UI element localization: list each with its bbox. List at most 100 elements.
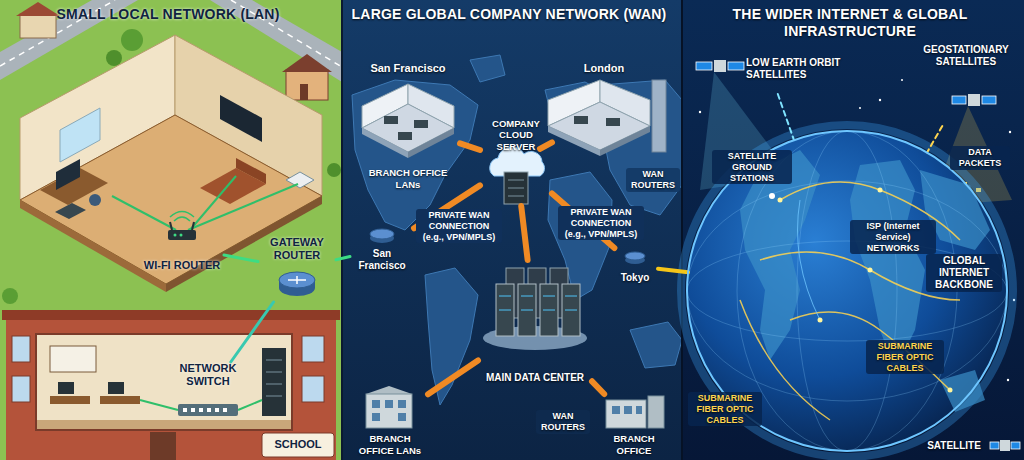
- node-label: WI-FI ROUTER: [144, 259, 220, 272]
- cloud-server-icon: [490, 147, 545, 204]
- school-building: [37, 420, 291, 429]
- space-background: [1007, 379, 1009, 381]
- satellite-icon: [714, 60, 726, 72]
- office-building: [414, 120, 428, 128]
- branch-building: [398, 400, 406, 408]
- gateway-router-symbol: [279, 272, 315, 296]
- space-background: [682, 0, 1024, 460]
- leo-satellite: LOW EARTH ORBIT SATELLITES: [694, 44, 844, 94]
- world-map: [342, 0, 682, 460]
- house-cutaway: [170, 212, 194, 218]
- data-center-icon: [521, 296, 533, 297]
- school-building: [12, 376, 30, 402]
- school-building: [266, 372, 282, 373]
- data-center-icon: [499, 296, 511, 297]
- wan-router-symbol: [625, 252, 645, 260]
- lan-ground: [327, 163, 341, 177]
- branch-building: [398, 413, 406, 421]
- satellite-icon: [728, 62, 744, 70]
- branch-building: [366, 386, 664, 428]
- wan-router: San Francisco: [350, 226, 414, 272]
- office-building: [384, 116, 398, 124]
- world-map: [425, 268, 478, 405]
- house-cutaway: [180, 234, 183, 237]
- earth-globe: [769, 193, 775, 199]
- house-cutaway: [174, 217, 190, 221]
- school-building: [178, 404, 238, 416]
- house-cutaway: [170, 222, 172, 230]
- satellite-link: [927, 126, 942, 152]
- wan-router: Tokyo: [612, 248, 658, 284]
- data-center: MAIN DATA CENTER: [478, 260, 592, 384]
- branch-building: [612, 406, 620, 414]
- router-label: WAN ROUTERS: [628, 169, 678, 191]
- earth-globe: [797, 131, 897, 451]
- office-building: [362, 104, 454, 152]
- internet-link: [658, 269, 688, 273]
- data-center-icon: [518, 284, 536, 336]
- wan-panel: LARGE GLOBAL COMPANY NETWORK (WAN)San Fr…: [342, 0, 682, 460]
- school-building: [2, 310, 340, 320]
- office-building: [606, 118, 620, 126]
- connector-group: [224, 94, 942, 394]
- branch-building: [636, 406, 642, 414]
- gateway-router-symbol: [288, 276, 306, 284]
- office-building: [362, 80, 666, 158]
- node-label: COMPANY CLOUD SERVER: [480, 118, 552, 152]
- node-label: San Francisco: [370, 62, 445, 75]
- school-building: [140, 400, 178, 410]
- wan-pipe: [521, 206, 527, 260]
- wan-pipe: [428, 361, 478, 395]
- earth-globe: [868, 268, 873, 273]
- wan-router-symbol: [370, 229, 645, 264]
- branch-building: [372, 400, 380, 408]
- node-label: BRANCH OFFICE LANs: [356, 167, 460, 190]
- cloud-server-icon: [508, 188, 524, 189]
- satellite-icon: [696, 62, 712, 70]
- space-background: [1009, 131, 1011, 133]
- space-background: [699, 111, 701, 113]
- isp-label-patch: ISP (Internet Service) NETWORKS: [850, 220, 936, 254]
- office-building: [574, 116, 588, 124]
- wan-router-symbol: [370, 229, 394, 239]
- earth-globe: [940, 370, 985, 412]
- earth-globe: [790, 312, 950, 390]
- data-center-icon: [543, 296, 555, 297]
- branch-office: BRANCH OFFICE LANs: [352, 384, 428, 456]
- network-switch: NETWORK SWITCH: [160, 362, 256, 426]
- school-building: [266, 396, 282, 397]
- earth-globe: [687, 181, 1007, 401]
- house-cutaway: [168, 230, 196, 240]
- gateway-router-symbol: [279, 272, 315, 288]
- lan-ground: [0, 0, 342, 460]
- house-cutaway: [190, 176, 236, 230]
- school-building: [302, 336, 324, 362]
- branch-office: BRANCH OFFICE: [596, 394, 672, 456]
- branch-building: [606, 400, 646, 428]
- school-building: [266, 360, 282, 361]
- data-center-icon: [521, 310, 533, 311]
- connection-label: PRIVATE WAN CONNECTION (e.g., VPN/MPLS): [418, 210, 500, 242]
- space-background: [901, 79, 903, 81]
- wan-pipe: [552, 193, 614, 248]
- house-cutaway: [56, 159, 80, 190]
- office-building: [398, 132, 412, 140]
- house-cutaway: [60, 108, 100, 162]
- house-cutaway: [89, 194, 101, 206]
- node-label: SCHOOL: [274, 438, 321, 451]
- cloud-server-icon: [508, 180, 524, 181]
- school-building: [199, 408, 203, 412]
- satellite: SATELLITE: [922, 436, 986, 456]
- router-label-patch: WAN ROUTERS: [626, 168, 680, 192]
- node-label: GLOBAL INTERNET BACKBONE: [926, 254, 1002, 292]
- data-center-icon: [483, 268, 587, 350]
- earth-globe: [687, 131, 1007, 451]
- branch-office: San FranciscoBRANCH OFFICE LANs: [356, 62, 460, 190]
- earth-globe: [778, 198, 783, 203]
- cable-label-patch: SUBMARINE FIBER OPTIC CABLES: [688, 392, 762, 426]
- school-sign: SCHOOL: [262, 433, 334, 457]
- world-map: [600, 80, 682, 215]
